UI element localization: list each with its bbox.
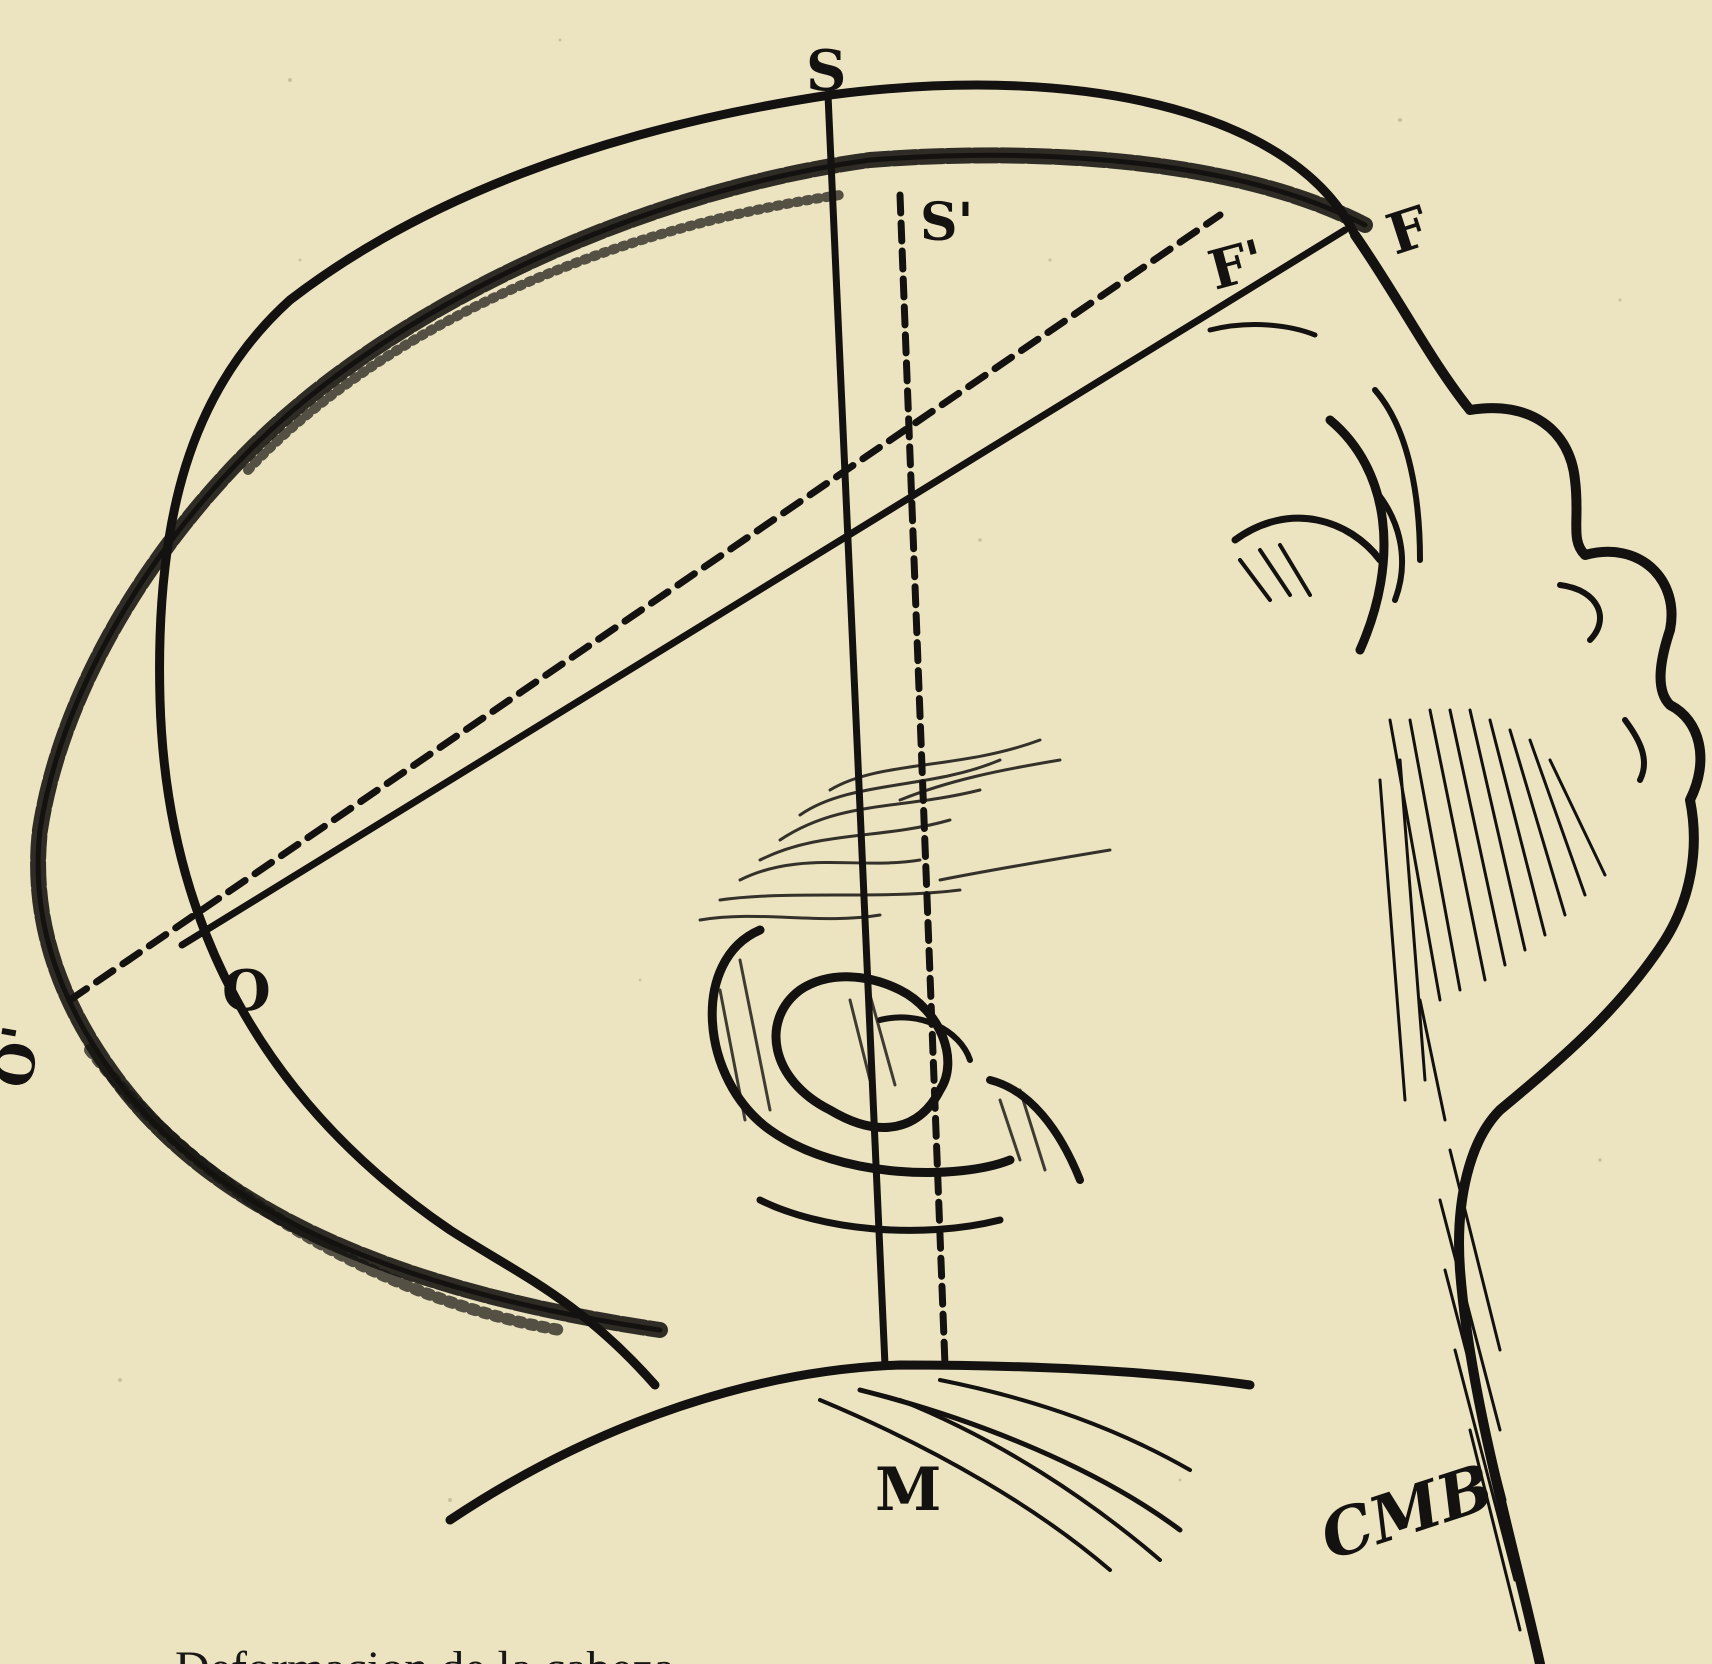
label-f: F <box>1379 193 1437 268</box>
label-o: O <box>222 958 271 1024</box>
deformed-skull-outline <box>38 155 1365 1330</box>
label-s: S <box>806 38 846 104</box>
label-s-prime: S' <box>920 192 973 253</box>
label-f-prime: F' <box>1202 227 1272 303</box>
normal-skull-outline <box>160 85 1355 1385</box>
hair-tuft <box>700 740 1110 920</box>
ear-hatching <box>720 960 1045 1170</box>
face-profile <box>1210 235 1700 1664</box>
cheek-hatching <box>1380 710 1605 1120</box>
caption: Deformacion de la cabeza... <box>175 1642 711 1664</box>
line-o-f <box>182 230 1345 945</box>
line-o-prime-f-prime <box>70 215 1220 1000</box>
line-s-prime-m <box>900 195 945 1365</box>
label-o-prime: O' <box>0 1021 53 1092</box>
shoulder-base <box>450 1365 1250 1570</box>
construction-lines <box>70 95 1345 1365</box>
label-m: M <box>875 1455 941 1525</box>
line-s-m <box>828 95 885 1365</box>
engraver-signature: CMB <box>1312 1450 1502 1576</box>
point-labels: S S' F F' O O' M <box>0 38 1437 1525</box>
ear <box>712 930 1080 1230</box>
